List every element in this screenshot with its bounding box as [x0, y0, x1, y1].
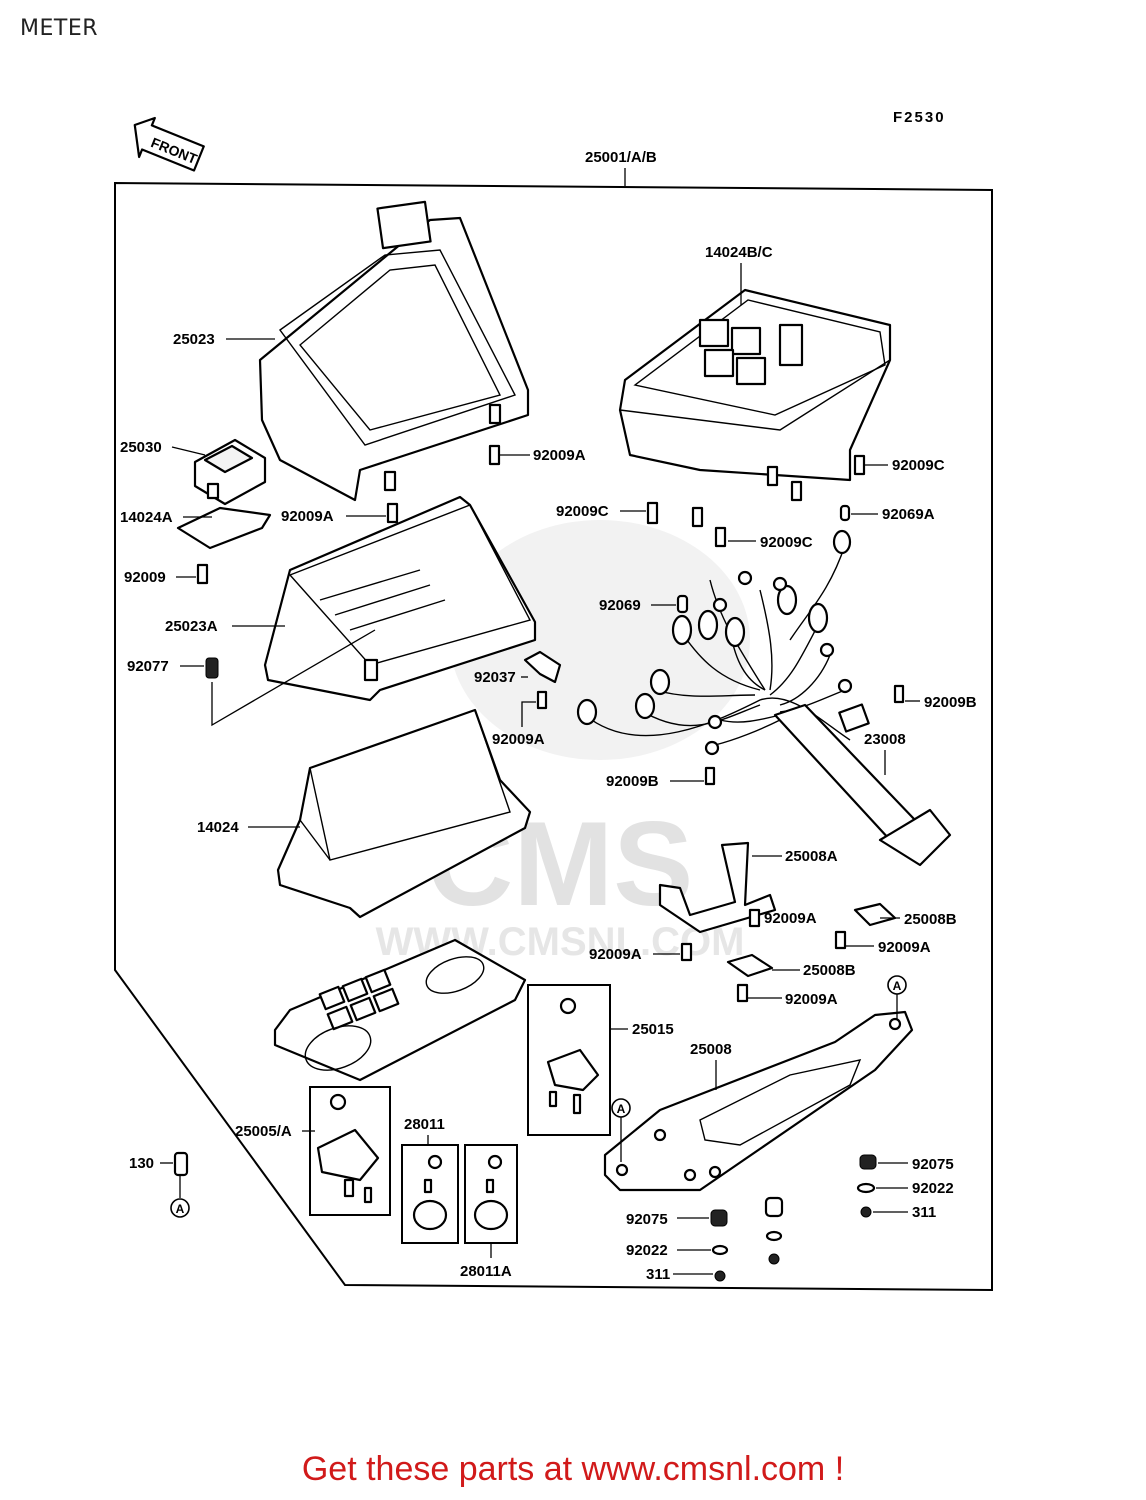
- exploded-parts-diagram: CMS WWW.CMSNL.COM F2530 FRONT 25001/A/B …: [114, 109, 993, 1292]
- ref-marker-a-upper-text: A: [893, 979, 902, 993]
- figure-code: F2530: [893, 109, 946, 126]
- front-arrow-icon: FRONT: [133, 116, 205, 172]
- label-25023: 25023: [173, 331, 215, 348]
- label-92009a-6: 92009A: [589, 946, 642, 963]
- label-92069a: 92069A: [882, 506, 935, 523]
- label-92009c-1: 92009C: [892, 457, 945, 474]
- page-title: METER: [20, 16, 99, 41]
- label-92022-2: 92022: [626, 1242, 668, 1259]
- ref-marker-a-lower: A: [611, 1098, 631, 1162]
- bracket-14024a: [176, 506, 272, 550]
- ref-marker-a-lower-text: A: [617, 1102, 626, 1116]
- ref-marker-a-bolt: A: [170, 1198, 190, 1218]
- gauge-25015: [527, 984, 611, 1136]
- label-92075-2: 92075: [626, 1211, 668, 1228]
- label-25023a: 25023A: [165, 618, 218, 635]
- dial-plate: [273, 938, 527, 1082]
- clamp-92037: [523, 650, 562, 684]
- meter-visor: [276, 708, 532, 919]
- gauge-28011: [401, 1144, 459, 1244]
- footer-link[interactable]: Get these parts at www.cmsnl.com !: [301, 1450, 845, 1488]
- label-92037: 92037: [474, 669, 516, 686]
- label-92009a-5: 92009A: [878, 939, 931, 956]
- label-92009c-2: 92009C: [556, 503, 609, 520]
- label-assembly: 25001/A/B: [585, 149, 657, 166]
- label-25005a: 25005/A: [235, 1123, 292, 1140]
- ref-marker-a-upper: A: [887, 975, 907, 1020]
- meter-case: [618, 288, 892, 482]
- label-14024: 14024: [197, 819, 239, 836]
- indicator-unit: [193, 438, 267, 506]
- gauge-25005a: [309, 1086, 391, 1216]
- label-92009b-2: 92009B: [606, 773, 659, 790]
- screw-92009: [196, 563, 209, 585]
- label-14024a: 14024A: [120, 509, 173, 526]
- label-92077: 92077: [127, 658, 169, 675]
- meter-housing: [258, 200, 530, 502]
- label-92069: 92069: [599, 597, 641, 614]
- label-28011: 28011: [404, 1116, 445, 1133]
- grommet-92077: [205, 657, 219, 679]
- label-25008b-2: 25008B: [803, 962, 856, 979]
- label-25008b-1: 25008B: [904, 911, 957, 928]
- label-92009a-4: 92009A: [764, 910, 817, 927]
- bolt-130: [173, 1151, 189, 1177]
- label-92009b-1: 92009B: [924, 694, 977, 711]
- meter-lens-cover: [263, 495, 537, 702]
- label-92009a-3: 92009A: [492, 731, 545, 748]
- label-311-1: 311: [912, 1204, 936, 1221]
- label-14024bc: 14024B/C: [705, 244, 773, 261]
- label-92009c-3: 92009C: [760, 534, 813, 551]
- label-25030: 25030: [120, 439, 162, 456]
- base-plate: [603, 1010, 914, 1192]
- label-23008: 23008: [864, 731, 906, 748]
- label-25008a: 25008A: [785, 848, 838, 865]
- gauge-28011a: [464, 1144, 518, 1244]
- label-92022-1: 92022: [912, 1180, 954, 1197]
- label-311-2: 311: [646, 1266, 670, 1283]
- label-25015: 25015: [632, 1021, 674, 1038]
- label-92009a-1: 92009A: [533, 447, 586, 464]
- label-28011a: 28011A: [460, 1263, 512, 1280]
- label-92009a-7: 92009A: [785, 991, 838, 1008]
- label-92075-1: 92075: [912, 1156, 954, 1173]
- label-25008: 25008: [690, 1041, 732, 1058]
- label-130: 130: [129, 1155, 154, 1172]
- label-92009: 92009: [124, 569, 166, 586]
- bracket-25008a: [658, 841, 777, 934]
- wiring-harness: [576, 529, 952, 867]
- watermark: CMS WWW.CMSNL.COM: [376, 520, 750, 964]
- assembly-frame: [114, 181, 993, 1292]
- label-92009a-2: 92009A: [281, 508, 334, 525]
- ref-marker-a-bolt-text: A: [176, 1202, 185, 1216]
